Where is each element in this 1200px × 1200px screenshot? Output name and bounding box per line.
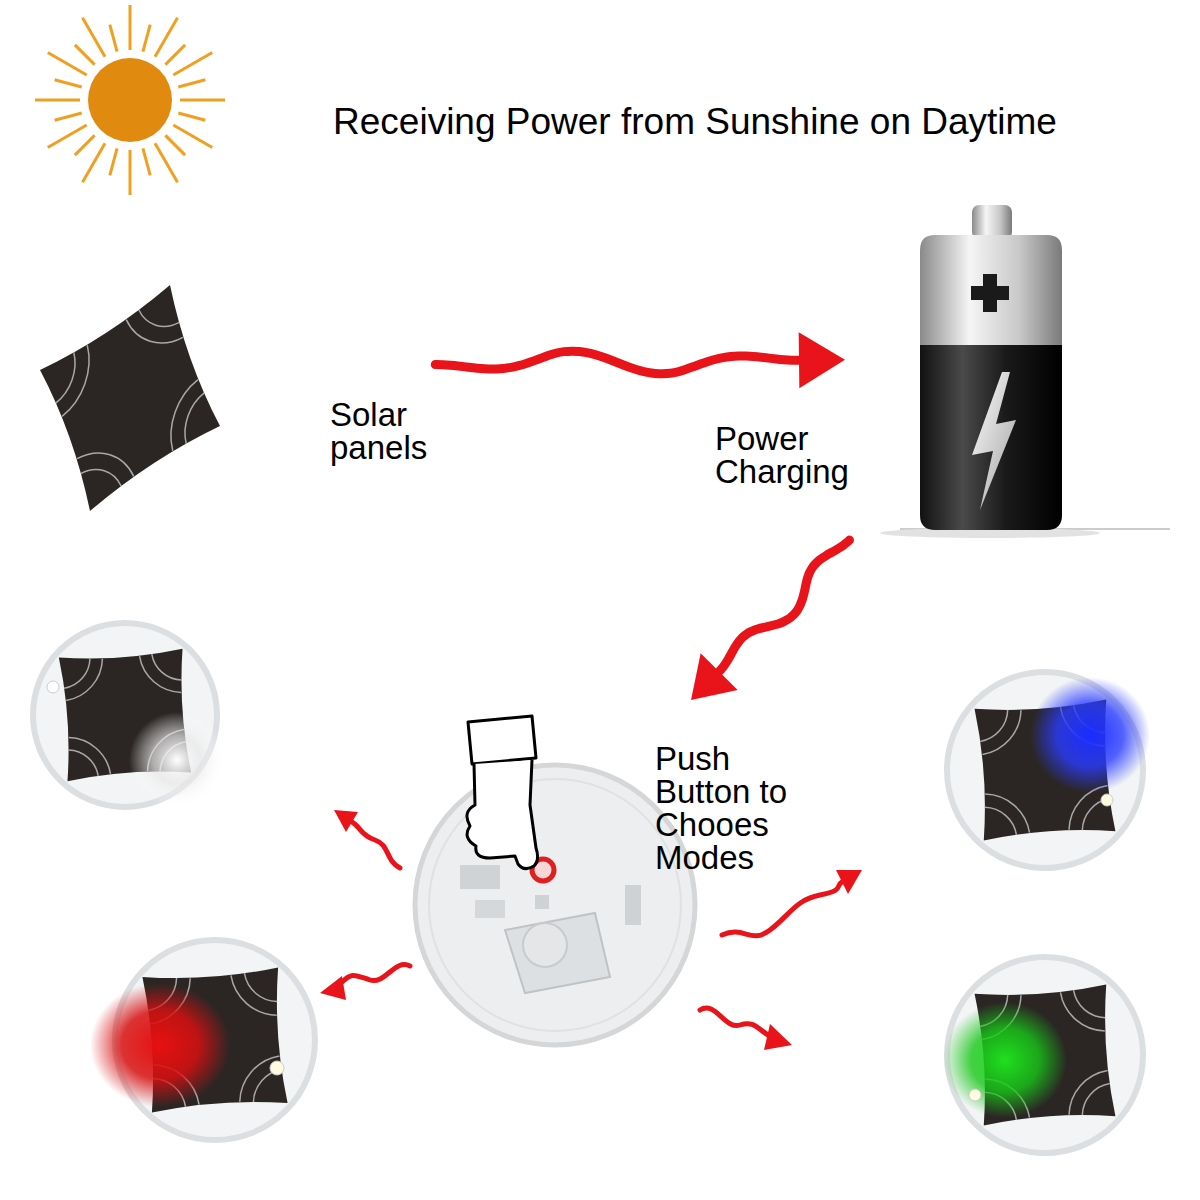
center-light-part (535, 895, 549, 909)
pointing-hand-part (468, 716, 536, 764)
sun-icon-part (48, 53, 87, 76)
battery-picture-part (972, 372, 1016, 510)
mode-arrow-heads-part (836, 870, 862, 894)
wavy-arrow (691, 540, 850, 700)
solar-panel-picture-part (40, 285, 220, 511)
picture-node: Push Button to Chooes Modes (415, 700, 815, 1060)
sun-icon-part (165, 45, 185, 65)
center-light-part (505, 913, 610, 993)
battery-picture-part (920, 235, 1062, 345)
sun-icon-part (143, 148, 150, 175)
light-blue (947, 672, 1150, 868)
sun-icon-part (178, 80, 205, 87)
title: Receiving Power from Sunshine on Daytime (333, 100, 1057, 144)
sun-icon-part (75, 45, 95, 65)
node-label: Push Button to Chooes Modes (655, 742, 810, 874)
sun-icon-part (173, 53, 212, 76)
node-label: Solar panels (330, 398, 470, 464)
mode-arrow-heads-part (764, 1024, 792, 1050)
sun-icon-part (129, 150, 132, 195)
sun-icon-part (88, 58, 172, 142)
node-label: Power Charging (715, 422, 885, 488)
pointing-hand (467, 716, 538, 869)
arrow-head (799, 332, 845, 388)
sun-icon-part (55, 80, 82, 87)
mode-arrows-part (352, 822, 400, 868)
mode-arrows-part (722, 882, 842, 936)
light-red-part (270, 1061, 284, 1075)
battery-picture-part (920, 345, 1062, 530)
light-red-part (90, 983, 230, 1107)
sun-icon-part (155, 143, 178, 182)
sun-icon-part (110, 148, 117, 175)
center-light-part (475, 900, 505, 918)
arrow-shaft (719, 540, 849, 672)
solar-panel-picture (40, 285, 220, 511)
sun-icon-part (129, 5, 132, 50)
light-blue-part (1101, 794, 1113, 806)
sun-icon-part (143, 25, 150, 52)
center-light-part (625, 885, 641, 925)
mode-arrows-part (342, 965, 410, 982)
mode-arrow-heads-part (320, 976, 346, 1000)
light-blue-part (1030, 677, 1150, 793)
mode-arrows (342, 822, 842, 1036)
center-light (415, 765, 695, 1045)
mode-arrows-part (700, 1008, 770, 1036)
sun-icon-part (178, 113, 205, 120)
wavy-arrow (435, 332, 845, 388)
arrow-shaft (435, 351, 799, 374)
battery-picture (880, 205, 1170, 538)
light-green-part (969, 1089, 981, 1101)
light-green-part (943, 1002, 1067, 1118)
battery-picture-part (972, 205, 1012, 239)
arrow-head (691, 653, 738, 700)
light-white (33, 623, 225, 808)
sun-icon-part (48, 125, 87, 148)
center-light-part (460, 865, 500, 889)
picture-node: Power Charging (845, 200, 1070, 540)
sun-icon-part (110, 25, 117, 52)
battery-picture-part (971, 286, 1009, 300)
light-white-part (47, 681, 59, 693)
mode-arrow-heads (320, 810, 862, 1050)
sun-icon-part (83, 143, 106, 182)
light-white-part (129, 712, 225, 808)
mode-arrow-heads-part (334, 810, 358, 832)
pointing-hand-part (467, 760, 538, 869)
center-light-part (523, 923, 567, 967)
sun-icon-part (165, 135, 185, 155)
sun-icon-part (75, 135, 95, 155)
sun-icon (35, 5, 225, 195)
sun-icon-part (155, 18, 178, 57)
sun-icon-part (180, 99, 225, 102)
light-red (90, 940, 315, 1140)
sun-icon-part (35, 99, 80, 102)
sun-icon-part (173, 125, 212, 148)
picture-node: Solar panels (35, 280, 435, 515)
sun-icon-part (55, 113, 82, 120)
center-light-part (415, 765, 695, 1045)
sun-icon-part (83, 18, 106, 57)
light-green (943, 957, 1143, 1153)
